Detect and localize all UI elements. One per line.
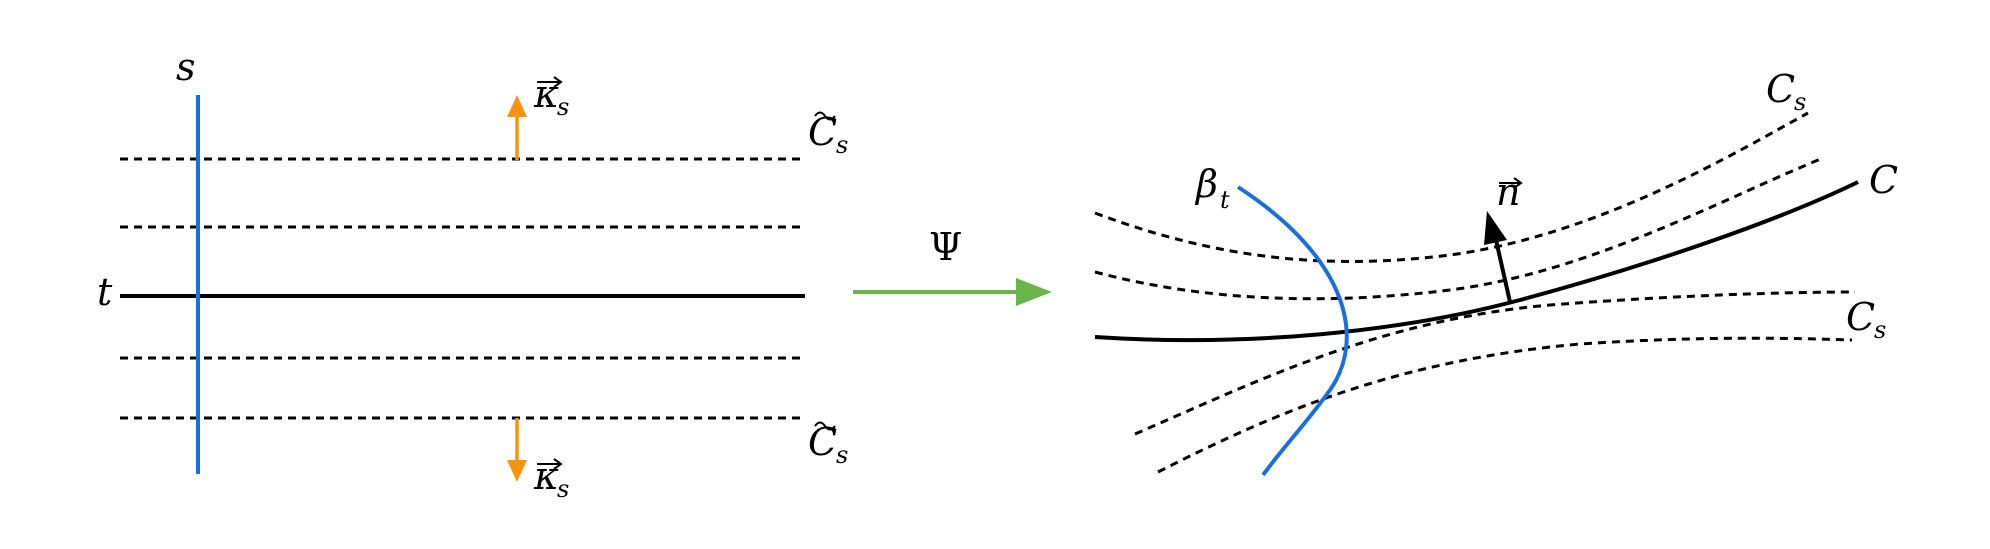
svg-text:C: C xyxy=(1869,158,1898,202)
tilde-accent xyxy=(814,111,836,121)
label-beta: β t xyxy=(1194,162,1230,214)
normal-vector xyxy=(1484,211,1512,303)
svg-text:s: s xyxy=(836,441,848,469)
svg-text:C: C xyxy=(808,420,837,464)
label-ctilde-bottom: C s xyxy=(808,420,848,469)
left-panel: s t κ s κ s C s C s xyxy=(97,45,848,503)
tilde-accent xyxy=(814,421,836,431)
vector-arrow-accent xyxy=(537,76,563,88)
label-c: C xyxy=(1869,158,1898,202)
vector-arrow-accent xyxy=(537,458,563,470)
curve-cs-inner-top xyxy=(1094,156,1824,301)
svg-text:C: C xyxy=(1766,67,1795,111)
label-t: t xyxy=(97,270,113,314)
svg-text:s: s xyxy=(836,131,848,159)
label-s: s xyxy=(176,45,196,89)
psi-arrow-head xyxy=(1016,278,1052,306)
curve-cs-inner-bottom xyxy=(1134,290,1856,436)
svg-text:κ: κ xyxy=(533,72,559,116)
svg-text:C: C xyxy=(1846,295,1875,339)
label-kappa-bottom: κ s xyxy=(533,454,569,503)
vector-arrow-accent xyxy=(1499,177,1523,189)
svg-text:κ: κ xyxy=(533,454,559,498)
kappa-arrow-up xyxy=(507,95,527,160)
svg-text:t: t xyxy=(1220,186,1230,214)
label-kappa-top: κ s xyxy=(533,72,569,121)
kappa-arrow-down xyxy=(507,418,527,482)
label-ctilde-top: C s xyxy=(808,110,848,159)
label-cs-right: C s xyxy=(1846,295,1886,344)
curve-cs-outer-bottom xyxy=(1157,336,1853,474)
svg-text:C: C xyxy=(808,110,837,154)
curve-c xyxy=(1094,180,1859,343)
svg-text:s: s xyxy=(1794,88,1806,116)
svg-text:n: n xyxy=(1496,170,1520,214)
right-panel: β t n C C s C s xyxy=(1094,67,1898,477)
curve-beta xyxy=(1236,185,1349,477)
label-cs-top: C s xyxy=(1766,67,1806,116)
svg-text:s: s xyxy=(1874,316,1886,344)
svg-text:s: s xyxy=(557,475,569,503)
map-psi: Ψ xyxy=(853,225,1052,306)
svg-text:β: β xyxy=(1194,162,1218,206)
label-normal: n xyxy=(1496,170,1523,214)
label-psi: Ψ xyxy=(929,225,962,269)
svg-text:s: s xyxy=(557,93,569,121)
